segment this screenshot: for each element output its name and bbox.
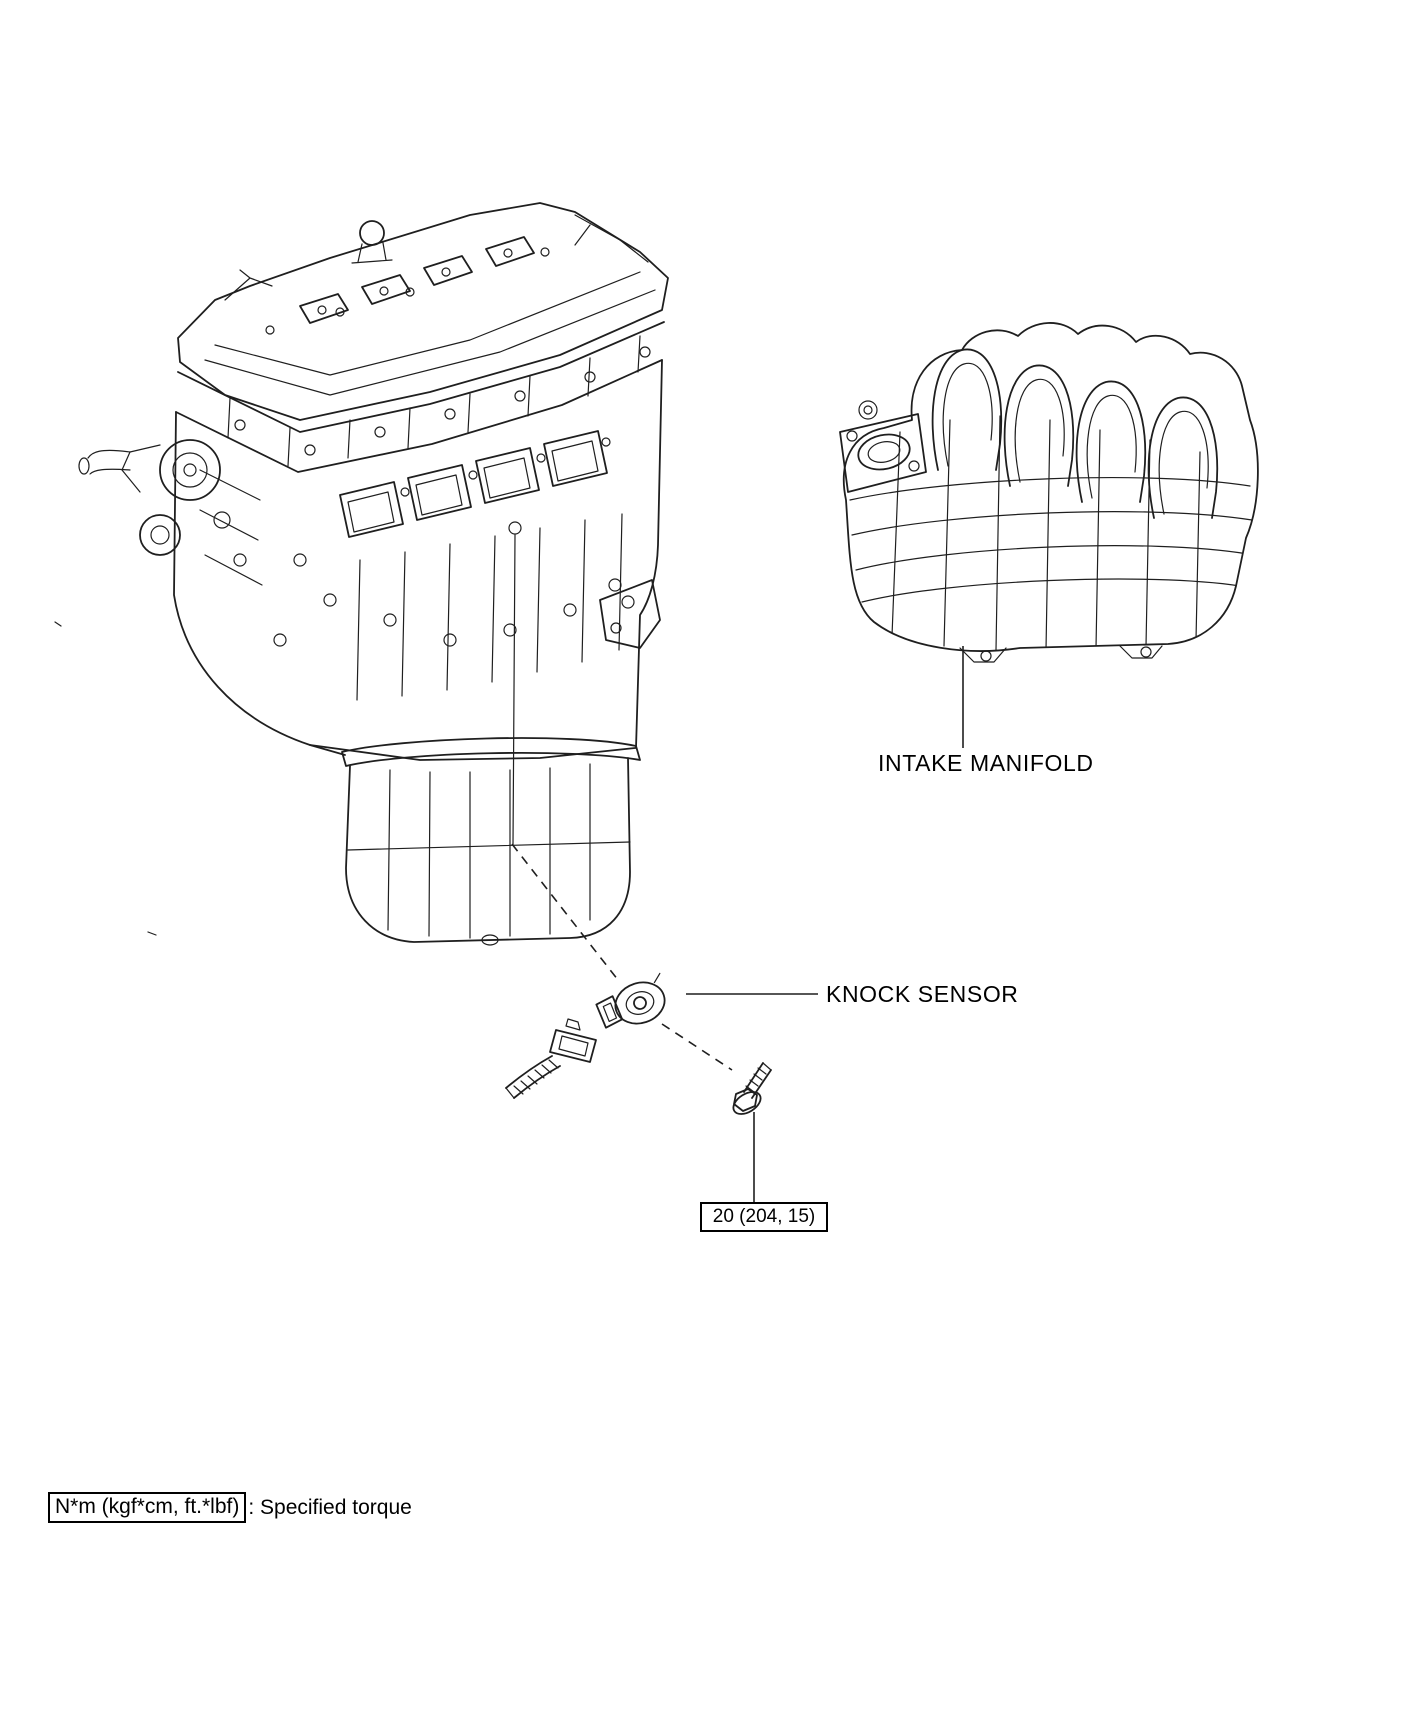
valve-cover xyxy=(177,202,669,421)
harness-connector-figure xyxy=(505,1018,597,1099)
engine-mount-bracket xyxy=(599,579,661,649)
torque-units-box: N*m (kgf*cm, ft.*lbf) xyxy=(48,1492,247,1523)
intake-ports xyxy=(339,430,611,538)
ignition-coils xyxy=(299,236,535,324)
intake-manifold-figure xyxy=(839,322,1259,663)
assembly-dashed-lines xyxy=(511,843,733,1071)
knock-sensor-figure xyxy=(595,972,666,1029)
cylinder-head xyxy=(175,321,665,473)
throttle-body-flange xyxy=(839,413,927,493)
mounting-bolt-figure xyxy=(732,1062,772,1115)
leader-lines xyxy=(686,646,964,1202)
engine-assembly-figure xyxy=(54,202,669,946)
torque-spec-box: 20 (204, 15) xyxy=(700,1202,828,1232)
intake-manifold-body xyxy=(842,322,1259,652)
connector-wire xyxy=(505,1055,561,1099)
manifold-rib-grid xyxy=(849,415,1253,651)
torque-legend-description: : Specified torque xyxy=(248,1495,412,1519)
oil-pan xyxy=(341,737,641,946)
intake-manifold-label: INTAKE MANIFOLD xyxy=(878,750,1094,776)
engine-lifting-hook xyxy=(351,220,393,264)
intake-runners xyxy=(931,348,1219,519)
front-accessory-drive xyxy=(78,439,247,567)
dipstick-tube xyxy=(512,534,516,846)
torque-legend: N*m (kgf*cm, ft.*lbf) : Specified torque xyxy=(48,1492,412,1523)
knock-sensor-label: KNOCK SENSOR xyxy=(826,981,1019,1007)
cylinder-block xyxy=(173,359,663,761)
